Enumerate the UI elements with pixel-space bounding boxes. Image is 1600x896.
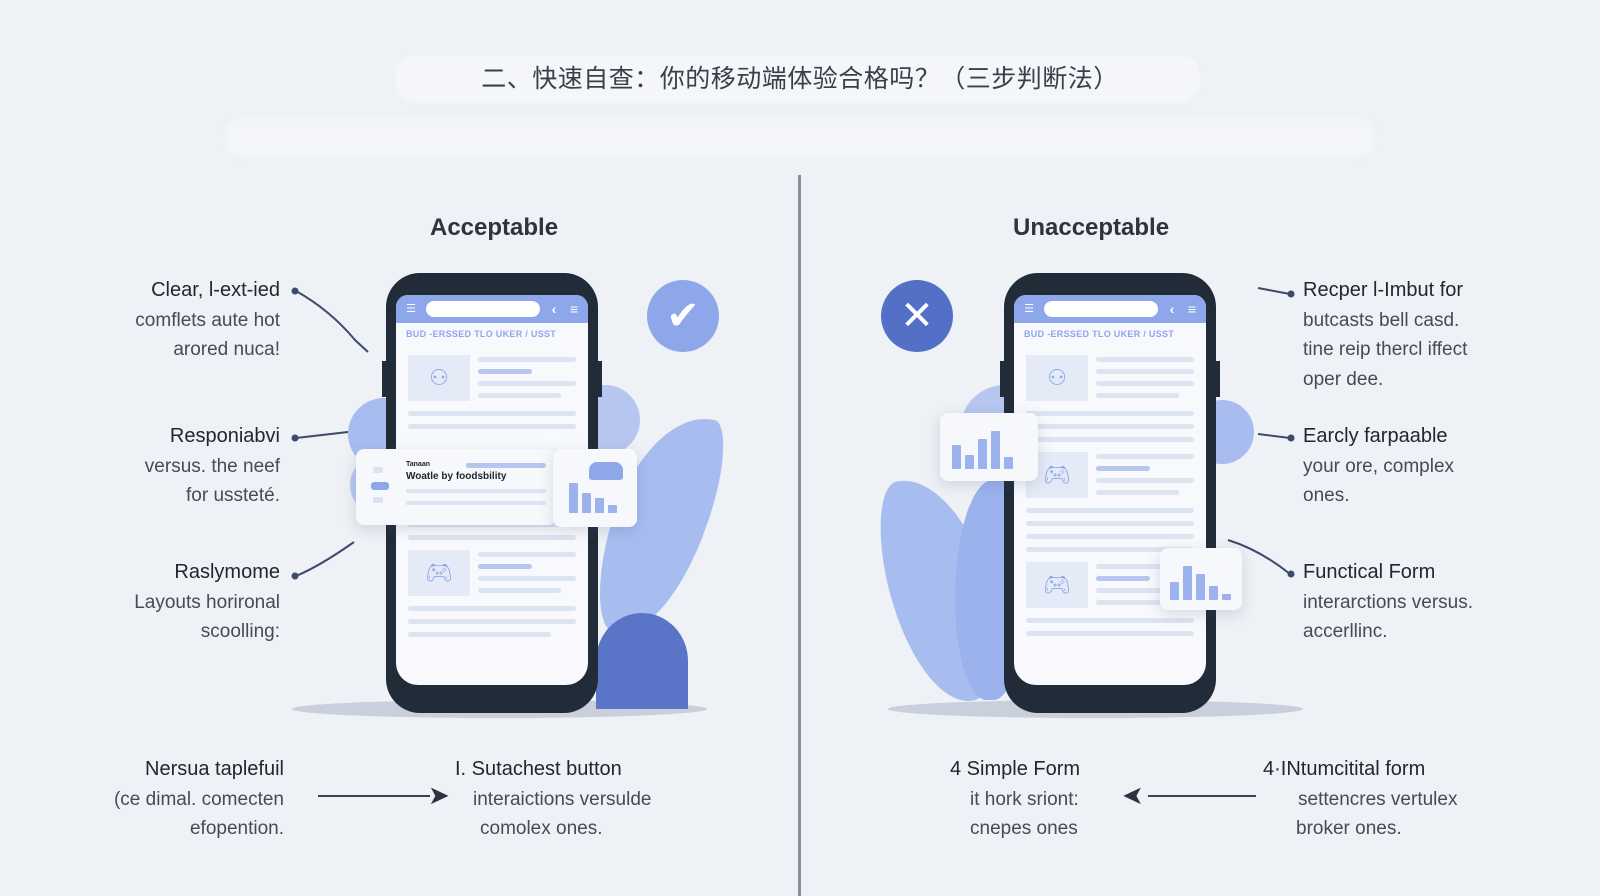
content-block: 🎮︎ <box>396 550 588 596</box>
bottom-note-left: 4 Simple Form it hork sriont: cnepes one… <box>950 758 1081 839</box>
arrow-right-icon: ➤ <box>428 780 450 810</box>
chart-card <box>553 449 637 527</box>
phone-browser-bar: ☰ ‹ ≡ <box>1014 295 1206 323</box>
hamburger-icon[interactable]: ≡ <box>1187 301 1197 317</box>
user-icon: ⚇ <box>1026 355 1088 401</box>
check-icon: ✔ <box>647 280 719 352</box>
cloud-icon <box>589 462 623 480</box>
url-bar[interactable] <box>1044 301 1158 317</box>
url-bar[interactable] <box>426 301 540 317</box>
bar-chart-icon <box>1170 566 1231 600</box>
bottom-note-right: 4·INtumcitital form settencres vertulex … <box>1263 758 1458 839</box>
bar-chart-icon <box>952 431 1013 469</box>
arrow-line-left <box>1148 795 1256 797</box>
menu-icon[interactable]: ☰ <box>1024 303 1034 315</box>
content-block: ⚇ <box>1014 355 1206 401</box>
note-early: Earcly farpaable your ore, complex ones. <box>1303 425 1455 506</box>
chart-card <box>940 413 1038 481</box>
content-block: 🎮︎ <box>1014 452 1206 498</box>
heading-unacceptable: Unacceptable <box>1013 214 1170 241</box>
note-recper: Recper l-Imbut for butcasts bell casd. t… <box>1303 279 1468 390</box>
hill-decor <box>596 613 688 709</box>
phone-unacceptable: ☰ ‹ ≡ BUD -ERSSED TLO UKER / USST ⚇ 🎮︎ 🎮… <box>1000 273 1220 713</box>
bottom-note-left: Nersua taplefuil (ce dimal. comecten efo… <box>113 758 284 839</box>
menu-icon[interactable]: ☰ <box>406 303 416 315</box>
arrow-left-icon: ➤ <box>1122 780 1144 810</box>
note-layouts: Raslymome Layouts horironal scoolling: <box>134 561 280 642</box>
bottom-note-right: I. Sutachest button interaictions versul… <box>455 758 652 839</box>
note-functional-form: Functical Form interarctions versus. acc… <box>1303 561 1474 642</box>
center-divider <box>798 175 801 896</box>
back-icon[interactable]: ‹ <box>551 301 557 317</box>
arrow-line-right <box>318 795 430 797</box>
content-block: ⚇ <box>396 355 588 401</box>
phone-page-heading: BUD -ERSSED TLO UKER / USST <box>1024 329 1175 339</box>
note-clear-text: Clear, l-ext-ied comflets aute hot arore… <box>135 279 280 360</box>
title-band <box>395 55 1200 103</box>
user-icon: ⚇ <box>408 355 470 401</box>
card-title: Woatle by foodsbility <box>406 471 507 482</box>
page-title: 二、快速自查：你的移动端体验合格吗？（三步判断法） <box>481 64 1119 93</box>
phone-screen: ☰ ‹ ≡ BUD -ERSSED TLO UKER / USST ⚇ 🎮︎ 🎮… <box>1014 295 1206 685</box>
subtitle-band-blurred <box>225 118 1375 158</box>
content-block: 🎮︎ <box>1014 562 1206 608</box>
hamburger-icon[interactable]: ≡ <box>569 301 579 317</box>
phone-browser-bar: ☰ ‹ ≡ <box>396 295 588 323</box>
note-responsive: Responiabvi versus. the neef for ussteté… <box>144 425 280 506</box>
feature-card: Tanaan Woatle by foodsbility <box>356 449 556 525</box>
chart-card <box>1160 548 1242 610</box>
phone-page-heading: BUD -ERSSED TLO UKER / USST <box>406 329 557 339</box>
back-icon[interactable]: ‹ <box>1169 301 1175 317</box>
gamepad-icon: 🎮︎ <box>1026 562 1088 608</box>
heading-acceptable: Acceptable <box>430 214 559 241</box>
gamepad-icon: 🎮︎ <box>408 550 470 596</box>
close-icon: ✕ <box>881 280 953 352</box>
bar-chart-icon <box>569 483 617 513</box>
